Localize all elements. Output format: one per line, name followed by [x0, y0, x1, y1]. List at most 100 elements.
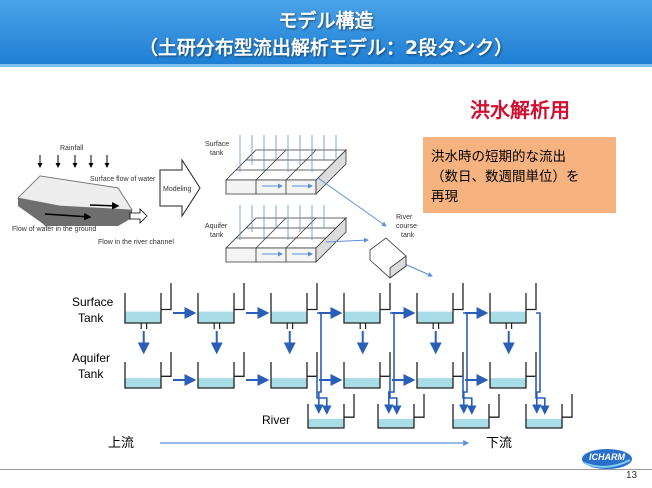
surface-tank-5-water: [417, 311, 453, 323]
aquifer-tank-1-wall: [124, 362, 162, 389]
aquifer-tank-4-wall: [343, 362, 381, 389]
river-outflow-arrow: [129, 208, 148, 224]
river-tank-label-3: tank: [401, 232, 415, 239]
surface-tank-4-outlet: [380, 283, 391, 311]
aquifer-tank-label-2: tank: [210, 232, 224, 239]
aquifer-tank-2-outlet: [234, 352, 245, 377]
surface-tank-4-bottom-outlet: [359, 323, 367, 329]
surface-tank-1-outlet: [161, 283, 172, 311]
title-line-2: （土研分布型流出解析モデル：2段タンク）: [138, 37, 514, 59]
surface-tank-5-outlet: [453, 283, 464, 311]
surface-tank-label-1: Surface: [205, 141, 229, 148]
surface-tank-4-water: [344, 311, 380, 323]
river-tank-4-water: [526, 418, 562, 428]
aquifer-tank-row-label-2: Tank: [78, 367, 104, 381]
logo-text: ICHARM: [589, 452, 625, 462]
downstream-label: 下流: [486, 436, 512, 451]
aquifer-tank-4-water: [344, 378, 380, 388]
river-tank-1-wall: [307, 404, 345, 429]
surface-tank-label-2: tank: [210, 150, 224, 157]
aquifer-to-river-connector-1: [316, 376, 332, 415]
upstream-label: 上流: [108, 436, 134, 451]
surface-tank-3-water: [271, 311, 307, 323]
surface-tank-2-wall: [197, 293, 235, 324]
surface-tank-row-label-2: Tank: [78, 311, 104, 325]
surface-tank-1-water: [125, 311, 161, 323]
aquifer-tank-6-wall: [489, 362, 527, 389]
surface-tank-row-label-1: Surface: [72, 295, 114, 309]
surface-tank-5-bottom-outlet: [432, 323, 440, 329]
note-box: 洪水時の短期的な流出 （数日、数週間単位）を 再現: [423, 137, 616, 213]
surface-tank-1-wall: [124, 293, 162, 324]
aquifer-tank-1-outlet: [161, 352, 172, 377]
surface-rain-lines: [239, 135, 337, 172]
surface-to-river-connector-2: [384, 312, 395, 414]
aquifer-tank-3-water: [271, 378, 307, 388]
river-tank-label-2: course: [396, 223, 417, 230]
surface-tank-3-outlet: [307, 283, 318, 311]
river-tank-2-wall: [377, 404, 415, 429]
aquifer-to-river-connector-4: [535, 376, 550, 415]
note-line-3: 再現: [431, 189, 458, 205]
catchment-illustration: Rainfall Surface flow of water Flow of w…: [12, 145, 174, 246]
river-tank-4-outlet: [562, 394, 573, 418]
modeling-arrow: Modeling: [159, 158, 201, 218]
surface-tank-5-wall: [416, 293, 454, 324]
modeling-label: Modeling: [163, 186, 192, 193]
land-side: [18, 198, 132, 226]
surface-tank-3-bottom-outlet: [286, 323, 294, 329]
river-tank-3-outlet: [489, 394, 500, 418]
river-tank-3-wall: [452, 404, 490, 429]
aquifer-tank-1-water: [125, 378, 161, 388]
aquifer-tank-3-outlet: [307, 352, 318, 377]
aquifer-tank-row-label-1: Aquifer: [72, 351, 110, 365]
aquifer-tank-3-wall: [270, 362, 308, 389]
subtitle: 洪水解析用: [470, 98, 570, 122]
river-flow-label: Flow in the river channel: [98, 239, 174, 246]
aquifer-to-river-connector-2: [389, 376, 402, 415]
surface-tank-3-wall: [270, 293, 308, 324]
aquifer-tank-5-outlet: [453, 352, 464, 377]
aquifer-tank-6-outlet: [526, 352, 537, 377]
header-separator: [0, 64, 652, 67]
note-line-2: （数日、数週間単位）を: [431, 169, 580, 185]
aquifer-to-river-connector-3: [462, 376, 477, 415]
river-tank-3-water: [453, 418, 489, 428]
surface-tank-2-outlet: [234, 283, 245, 311]
river-course-tank-shape: [369, 237, 407, 279]
aquifer-down-lines: [239, 205, 325, 240]
aquifer-tank-5-water: [417, 378, 453, 388]
note-line-1: 洪水時の短期的な流出: [431, 149, 566, 165]
river-tank-2-water: [378, 418, 414, 428]
surface-tank-6-outlet: [526, 283, 537, 311]
surface-tank-6-water: [490, 311, 526, 323]
grid-tank-illustration: Surface tank Aquifer t: [205, 135, 433, 279]
aquifer-tank-2-water: [198, 378, 234, 388]
aquifer-tank-5-wall: [416, 362, 454, 389]
surface-tank-6-wall: [489, 293, 527, 324]
title-bar: モデル構造 （土研分布型流出解析モデル：2段タンク）: [0, 0, 652, 64]
tank-grid: [124, 283, 573, 429]
surface-grid: [225, 149, 347, 195]
rainfall-label: Rainfall: [60, 145, 84, 152]
aquifer-tank-label-1: Aquifer: [205, 223, 228, 230]
bottom-rule: [0, 469, 652, 470]
river-tank-1-water: [308, 418, 344, 428]
aquifer-grid: [225, 217, 347, 263]
surface-tank-2-bottom-outlet: [213, 323, 221, 329]
ground-flow-label: Flow of water in the ground: [12, 226, 97, 233]
icharm-logo: [582, 449, 632, 469]
river-tank-4-wall: [525, 404, 563, 429]
surface-tank-6-bottom-outlet: [505, 323, 513, 329]
river-tank-label-1: River: [396, 214, 413, 221]
river-row-label: River: [262, 413, 290, 427]
aquifer-tank-2-wall: [197, 362, 235, 389]
title-line-1: モデル構造: [278, 10, 374, 32]
river-tank-1-outlet: [344, 394, 355, 418]
rainfall-arrows: [37, 155, 110, 168]
river-tank-2-outlet: [414, 394, 425, 418]
aquifer-tank-4-outlet: [380, 352, 391, 377]
aquifer-tank-6-water: [490, 378, 526, 388]
